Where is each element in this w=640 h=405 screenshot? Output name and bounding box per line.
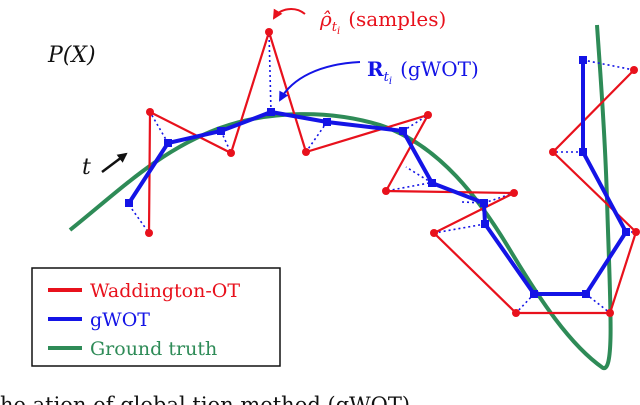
gwot-path <box>127 60 629 296</box>
samples-subscript: t <box>332 20 338 35</box>
gwot-subscript: t <box>384 70 390 85</box>
gwot-points <box>125 56 630 298</box>
samples-arrow <box>272 8 306 20</box>
gwot-label: Rti (gWOT) <box>367 57 479 87</box>
legend-label-gwot: gWOT <box>90 309 150 331</box>
samples-label: ρ̂ti (samples) <box>319 7 446 37</box>
gwot-R: R <box>367 57 384 81</box>
gwot-subsubscript: i <box>389 76 392 87</box>
sample-points <box>145 28 640 317</box>
samples-subsubscript: i <box>337 26 340 37</box>
legend-label-ground-truth: Ground truth <box>90 338 217 360</box>
time-arrow <box>101 152 128 173</box>
legend: Waddington-OT gWOT Ground truth <box>31 267 281 367</box>
gwot-suffix: (gWOT) <box>400 57 479 81</box>
gwot-arrow <box>279 61 361 102</box>
space-label: P(X) <box>47 43 96 68</box>
time-label: t <box>82 155 91 180</box>
coupling-lines <box>128 31 636 314</box>
caption-fragment: he ation of global tion method (gWOT) <box>0 393 410 405</box>
samples-suffix: (samples) <box>348 7 446 31</box>
legend-label-waddington: Waddington-OT <box>90 280 240 302</box>
samples-rho: ρ̂ <box>319 7 332 31</box>
